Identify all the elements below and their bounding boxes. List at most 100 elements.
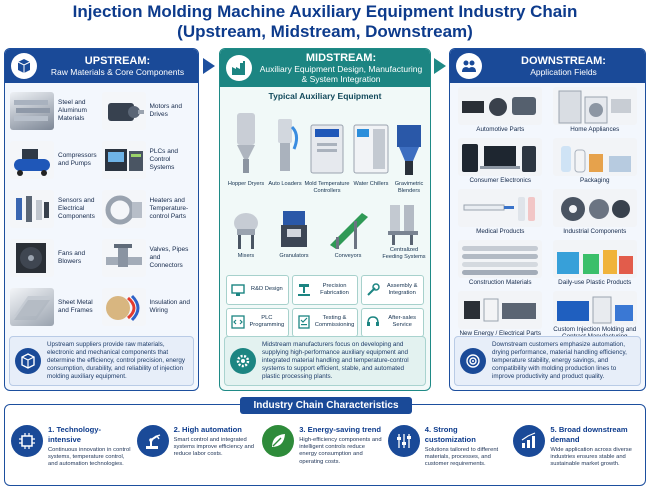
users-icon — [456, 53, 482, 79]
application-field: Industrial Components — [550, 189, 641, 238]
service-assembly-integration: Assembly & Integration — [361, 275, 424, 305]
factory-icon — [226, 55, 252, 81]
equipment-section-title: Typical Auxiliary Equipment — [268, 91, 382, 101]
downstream-subtitle: Application Fields — [530, 67, 597, 77]
upstream-item-label: Heaters and Temperature-control Parts — [149, 196, 189, 220]
sheet-metal-icon — [10, 287, 54, 326]
equipment-item: Auto Loaders — [266, 109, 304, 188]
service-precision-fabrication: Precision Fabrication — [291, 275, 359, 305]
downstream-summary-text: Downstream customers emphasize automatio… — [492, 341, 627, 380]
upstream-item-label: Sensors and Electrical Components — [58, 196, 95, 220]
sliders-icon — [387, 425, 420, 457]
water-chiller-icon — [351, 119, 391, 179]
upstream-panel: UPSTREAM: Raw Materials & Core Component… — [4, 48, 199, 391]
service-testing-commissioning: Testing & Commissioning — [291, 307, 359, 337]
upstream-item: Sheet Metal and Frames — [10, 283, 102, 330]
upstream-item: Heaters and Temperature-control Parts — [101, 185, 194, 232]
application-field: Home Appliances — [550, 87, 641, 136]
sensor-icon — [10, 189, 54, 228]
upstream-item: Steel and Aluminum Materials — [10, 87, 102, 134]
compressor-icon — [10, 140, 54, 179]
upstream-item: PLCs and Control Systems — [101, 136, 194, 183]
industrial-components-icon — [552, 189, 637, 227]
granulator-icon — [277, 207, 311, 251]
upstream-item: Compressors and Pumps — [10, 136, 102, 183]
characteristics-panel: Industry Chain Characteristics 1. Techno… — [4, 397, 646, 486]
characteristic-item: 5. Broad downstream demand Wide applicat… — [513, 421, 639, 481]
package-icon — [11, 53, 37, 79]
service-plc-programming: PLC Programming — [226, 307, 289, 337]
upstream-subtitle: Raw Materials & Core Components — [50, 67, 185, 77]
equipment-item: Centralized Feeding Systems — [382, 201, 426, 261]
characteristic-item: 3. Energy-saving trend High-efficiency c… — [262, 421, 388, 481]
upstream-item-label: Motors and Drives — [149, 102, 183, 118]
upstream-item-label: Insulation and Wiring — [149, 298, 190, 314]
upstream-item: Sensors and Electrical Components — [10, 185, 102, 232]
characteristic-item: 4. Strong customization Solutions tailor… — [387, 421, 514, 481]
application-field: Packaging — [550, 138, 641, 187]
downstream-title: DOWNSTREAM: — [521, 55, 606, 67]
midstream-summary: Midstream manufacturers focus on develop… — [224, 336, 426, 386]
upstream-item-label: Valves, Pipes and Connectors — [149, 245, 189, 269]
robot-arm-icon — [136, 425, 169, 457]
midstream-subtitle: Auxiliary Equipment Design, Manufacturin… — [259, 64, 423, 84]
new-energy-icon — [458, 291, 543, 329]
equipment-gallery: Hopper Dryers Auto Loaders Mold Temperat… — [226, 105, 426, 273]
page-title: Injection Molding Machine Auxiliary Equi… — [0, 2, 650, 42]
medical-products-icon — [458, 189, 543, 227]
application-field: Construction Materials — [455, 240, 546, 289]
characteristic-item: 2. High automation Smart control and int… — [136, 421, 263, 481]
upstream-item-label: Fans and Blowers — [58, 249, 86, 265]
motor-icon — [101, 91, 146, 130]
service-after-sales: After-sales Service — [361, 307, 424, 337]
equipment-item: Mixers — [226, 207, 266, 260]
daily-use-plastic-icon — [552, 240, 637, 278]
title-line-2: (Upstream, Midstream, Downstream) — [177, 22, 473, 41]
application-field: Custom Injection Molding and Contract Ma… — [550, 291, 641, 340]
upstream-summary-text: Upstream suppliers provide raw materials… — [47, 341, 186, 380]
upstream-title: UPSTREAM: — [84, 55, 151, 67]
midstream-header: MIDSTREAM: Auxiliary Equipment Design, M… — [220, 49, 430, 87]
upstream-item: Motors and Drives — [101, 87, 194, 134]
monitor-icon — [230, 282, 246, 298]
equipment-item: Water Chillers — [350, 119, 392, 188]
auto-loader-icon — [270, 109, 300, 179]
heater-icon — [101, 189, 146, 228]
service-grid: R&D Design Precision Fabrication Assembl… — [226, 275, 424, 337]
wiring-icon — [101, 287, 146, 326]
fan-icon — [10, 238, 54, 277]
upstream-item-label: PLCs and Control Systems — [149, 147, 179, 171]
equipment-item: Mold Temperature Controllers — [304, 119, 350, 195]
target-icon — [460, 348, 486, 374]
brain-chip-icon — [11, 425, 43, 457]
steel-bars-icon — [10, 91, 54, 130]
application-field: New Energy / Electrical Parts — [455, 291, 546, 340]
hopper-dryer-icon — [231, 109, 261, 179]
upstream-item: Valves, Pipes and Connectors — [101, 234, 194, 281]
upstream-to-midstream-arrow — [203, 58, 215, 74]
application-field: Automotive Parts — [455, 87, 546, 136]
upstream-item-label: Sheet Metal and Frames — [58, 298, 93, 314]
upstream-item: Insulation and Wiring — [101, 283, 194, 330]
downstream-summary: Downstream customers emphasize automatio… — [454, 336, 641, 386]
upstream-header: UPSTREAM: Raw Materials & Core Component… — [5, 49, 198, 83]
code-icon — [230, 314, 246, 330]
equipment-item: Conveyors — [324, 207, 372, 260]
construction-materials-icon — [458, 240, 543, 278]
conveyor-icon — [326, 207, 370, 251]
midstream-summary-text: Midstream manufacturers focus on develop… — [262, 341, 409, 380]
consumer-electronics-icon — [458, 138, 543, 176]
service-rd-design: R&D Design — [226, 275, 289, 305]
upstream-item: Fans and Blowers — [10, 234, 102, 281]
equipment-item: Granulators — [274, 207, 314, 260]
upstream-summary: Upstream suppliers provide raw materials… — [9, 336, 194, 386]
leaf-icon — [262, 425, 295, 457]
cube-icon — [15, 348, 41, 374]
valve-icon — [101, 238, 146, 277]
application-field: Daily-use Plastic Products — [550, 240, 641, 289]
cnc-icon — [296, 282, 312, 298]
midstream-panel: MIDSTREAM: Auxiliary Equipment Design, M… — [219, 48, 431, 391]
midstream-to-downstream-arrow — [434, 58, 446, 74]
centralized-feeding-icon — [384, 201, 424, 245]
equipment-item: Hopper Dryers — [226, 109, 266, 188]
